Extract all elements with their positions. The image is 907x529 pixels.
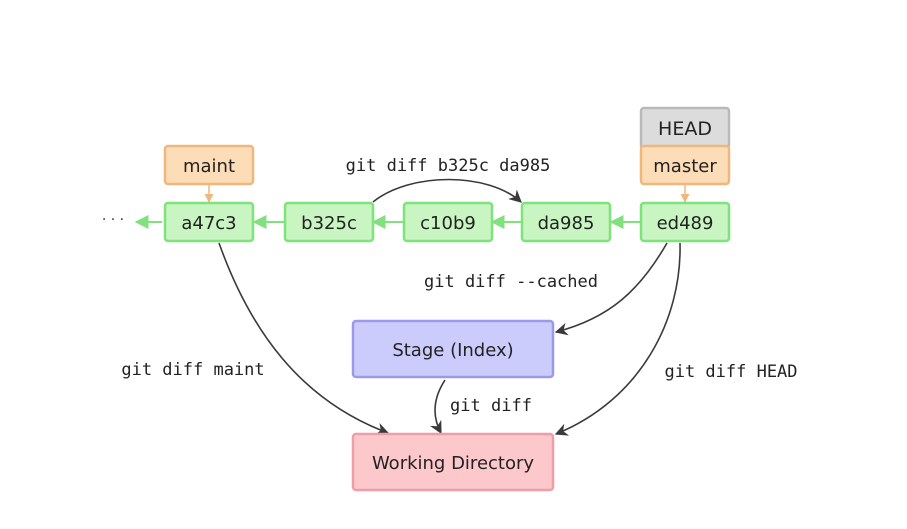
commit-c10b9: c10b9 [402, 201, 494, 243]
command-diff-head: git diff HEAD [664, 362, 797, 382]
diff-cached-arrow [554, 242, 668, 336]
maint-branch: maint [163, 144, 255, 186]
working-directory-label: Working Directory [372, 453, 534, 474]
head-ref-label: HEAD [658, 118, 712, 140]
head-ref: HEAD [639, 106, 731, 150]
commit-label: ed489 [657, 213, 714, 234]
command-diff-commits: git diff b325c da985 [346, 156, 551, 176]
commit-ed489: ed489 [639, 201, 731, 243]
diff-head-arrow [554, 242, 681, 436]
command-diff-cached: git diff --cached [424, 272, 598, 292]
commit-label: da985 [538, 213, 595, 234]
diff-maint-arrow [218, 242, 390, 435]
diff-commits-arrow [372, 178, 522, 203]
commit-b325c: b325c [283, 201, 375, 243]
commit-label: a47c3 [181, 213, 236, 234]
command-diff: git diff [450, 396, 532, 416]
commit-label: c10b9 [420, 213, 476, 234]
diff-arrow [429, 379, 446, 435]
master-branch: master [639, 144, 731, 186]
stage-index-box: Stage (Index) [351, 319, 555, 379]
diff-arrows [218, 178, 681, 436]
commit-da985: da985 [520, 201, 612, 243]
history-ellipsis: · · · [102, 212, 124, 228]
maint-branch-label: maint [183, 156, 235, 177]
commit-a47c3: a47c3 [163, 201, 255, 243]
master-branch-label: master [653, 156, 717, 177]
stage-index-label: Stage (Index) [392, 340, 513, 361]
commit-label: b325c [301, 213, 357, 234]
working-directory-box: Working Directory [351, 432, 555, 492]
command-diff-maint: git diff maint [121, 360, 264, 380]
